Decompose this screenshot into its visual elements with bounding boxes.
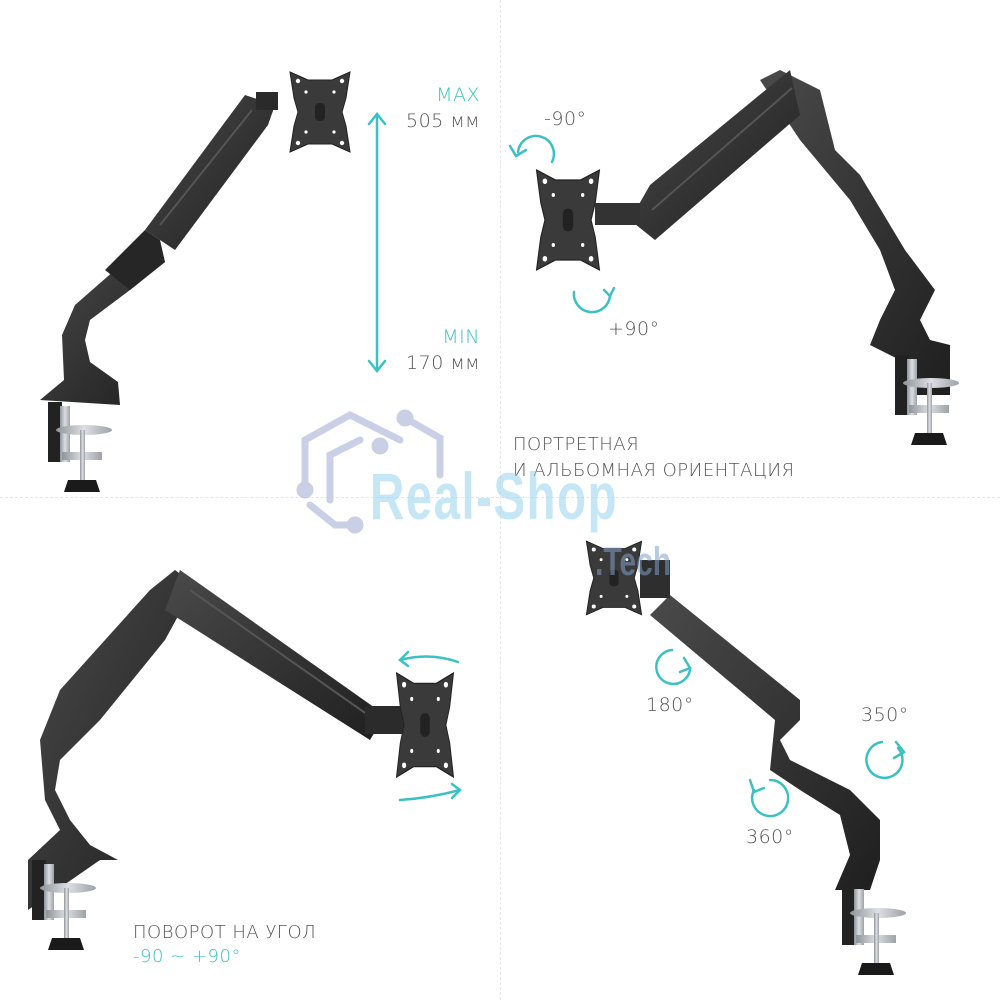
- orientation-caption-line1: ПОРТРЕТНАЯ: [513, 434, 640, 455]
- vertical-divider: [500, 0, 501, 1000]
- swivel-350-label: 350°: [861, 704, 909, 726]
- rotate-cw-arrow-icon: [655, 648, 692, 686]
- arm-portrait-landscape: [535, 70, 959, 445]
- arm-height-adjust: [40, 71, 351, 492]
- watermark-text: Real-Shop: [370, 459, 618, 533]
- arm-swivel: [585, 540, 906, 975]
- tilt-caption-line1: ПОВОРОТ НА УГОЛ: [133, 922, 317, 943]
- max-height-label: MAX: [436, 84, 480, 106]
- rotate-ccw-arrow-icon: [508, 134, 556, 164]
- arm-tilt: [28, 570, 455, 950]
- double-vertical-arrow-icon: [367, 111, 387, 374]
- watermark-logo-icon: [296, 409, 444, 534]
- curved-arrow-right-icon: [398, 782, 462, 802]
- rotate-cw-arrow-icon: [572, 286, 616, 314]
- swivel-180-label: 180°: [646, 694, 694, 716]
- watermark-subtext: .Tech: [595, 540, 672, 584]
- swivel-360-label: 360°: [746, 826, 794, 848]
- horizontal-divider: [0, 497, 1000, 498]
- rotate-minus-label: -90°: [544, 108, 587, 130]
- tilt-caption-line2: -90 ~ +90°: [133, 946, 241, 967]
- max-height-value: 505 мм: [406, 110, 480, 132]
- rotate-cw-arrow-icon: [865, 740, 906, 780]
- curved-arrow-left-icon: [398, 650, 460, 668]
- min-height-value: 170 мм: [406, 352, 480, 374]
- orientation-caption-line2: И АЛЬБОМНАЯ ОРИЕНТАЦИЯ: [513, 460, 795, 481]
- rotate-ccw-arrow-icon: [748, 778, 790, 818]
- min-height-label: MIN: [442, 326, 480, 348]
- rotate-plus-label: +90°: [608, 318, 660, 340]
